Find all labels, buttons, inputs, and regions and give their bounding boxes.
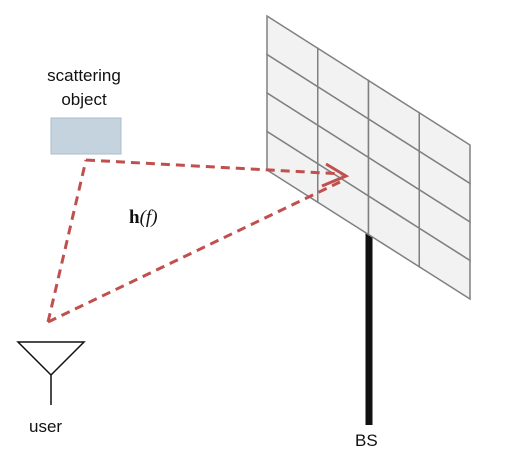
ray-user-to-scatterer bbox=[46, 159, 88, 323]
channel-label: h(f) bbox=[129, 207, 158, 229]
ray-scatterer-to-bs bbox=[85, 158, 344, 176]
scattering-object-label-line2: object bbox=[61, 90, 107, 109]
user-label: user bbox=[29, 417, 63, 436]
channel-close-paren: ) bbox=[151, 207, 158, 228]
array-element bbox=[418, 226, 471, 301]
scattering-object-label-line1: scattering bbox=[47, 66, 121, 85]
scatterer-block-icon bbox=[50, 117, 122, 155]
planar-antenna-array-icon bbox=[266, 14, 471, 301]
channel-symbol: h bbox=[129, 207, 140, 228]
dipole-antenna-icon bbox=[16, 341, 86, 405]
arrow-head bbox=[321, 162, 350, 188]
base-station-label: BS bbox=[355, 431, 378, 450]
scattering-object-label: scattering object bbox=[40, 64, 128, 112]
propagation-paths bbox=[46, 158, 350, 324]
channel-variable: f bbox=[145, 207, 152, 228]
channel-open-paren: ( bbox=[139, 207, 146, 228]
ray-direct-user-to-bs bbox=[47, 180, 341, 324]
